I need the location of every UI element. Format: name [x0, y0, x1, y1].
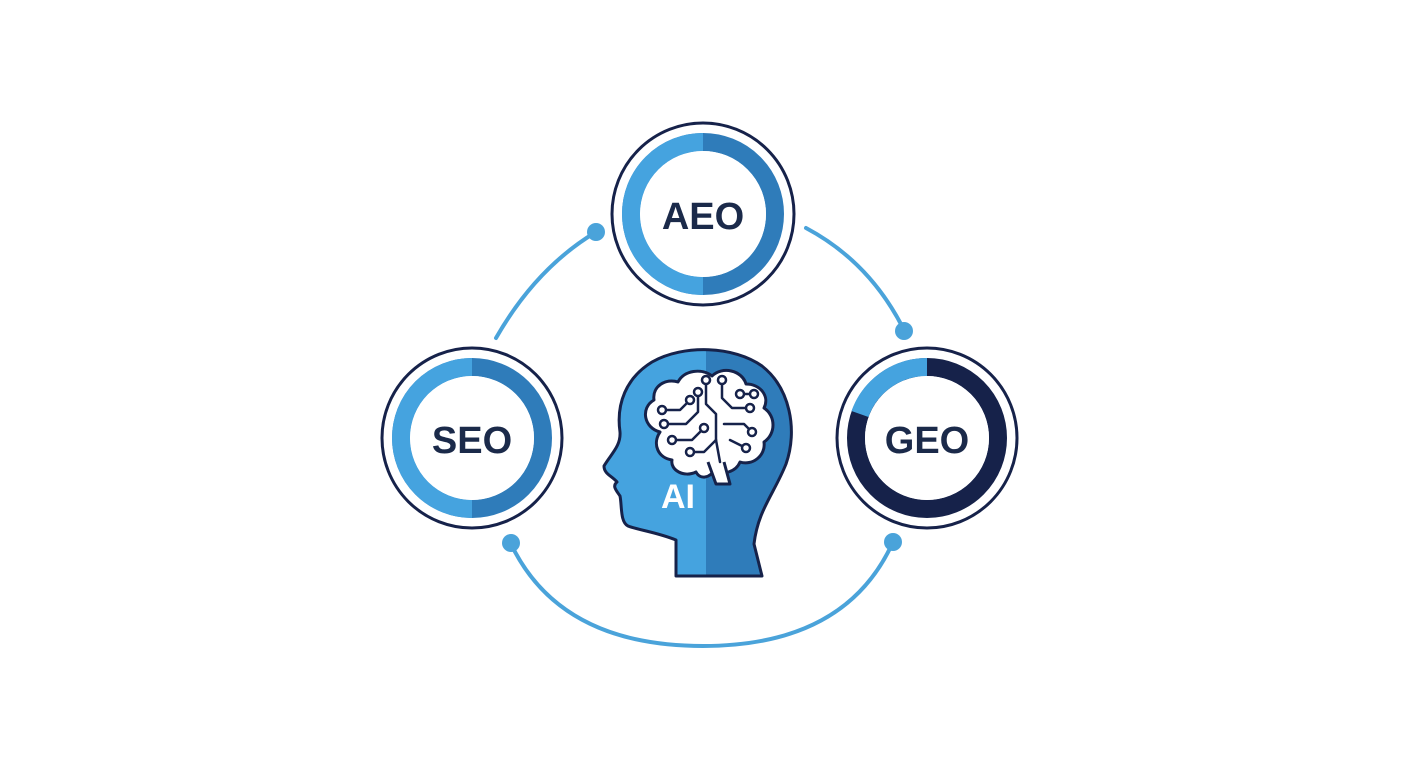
- connector-aeo-geo: [804, 226, 906, 332]
- node-inner-disc: [865, 376, 989, 500]
- node-inner-disc: [410, 376, 534, 500]
- brain-circuit-icon: [644, 368, 775, 486]
- connector-dot: [502, 534, 520, 552]
- circuit-traces: [660, 382, 756, 464]
- ai-label: AI: [661, 478, 695, 516]
- node-progress-fill: [851, 357, 928, 418]
- connector-seo-geo: [509, 540, 895, 649]
- ai-head-center: AI: [602, 348, 793, 578]
- connector-arcs: [494, 226, 906, 649]
- circuit-nodes: [656, 374, 760, 458]
- node-geo: GEO: [835, 346, 1019, 530]
- node-inner-disc: [640, 151, 766, 277]
- connector-dot: [895, 322, 913, 340]
- node-label-geo: GEO: [885, 420, 969, 462]
- head-outline: [602, 348, 793, 578]
- node-label-aeo: AEO: [662, 196, 744, 238]
- node-label-seo: SEO: [432, 420, 512, 462]
- connector-dots: [502, 223, 913, 552]
- node-progress-fill: [392, 358, 473, 518]
- brain-stem: [706, 461, 732, 486]
- node-progress-fill: [622, 133, 704, 295]
- node-seo: SEO: [380, 346, 564, 530]
- connector-dot: [587, 223, 605, 241]
- node-aeo: AEO: [610, 121, 796, 307]
- connector-seo-aeo: [494, 230, 598, 340]
- connector-dot: [884, 533, 902, 551]
